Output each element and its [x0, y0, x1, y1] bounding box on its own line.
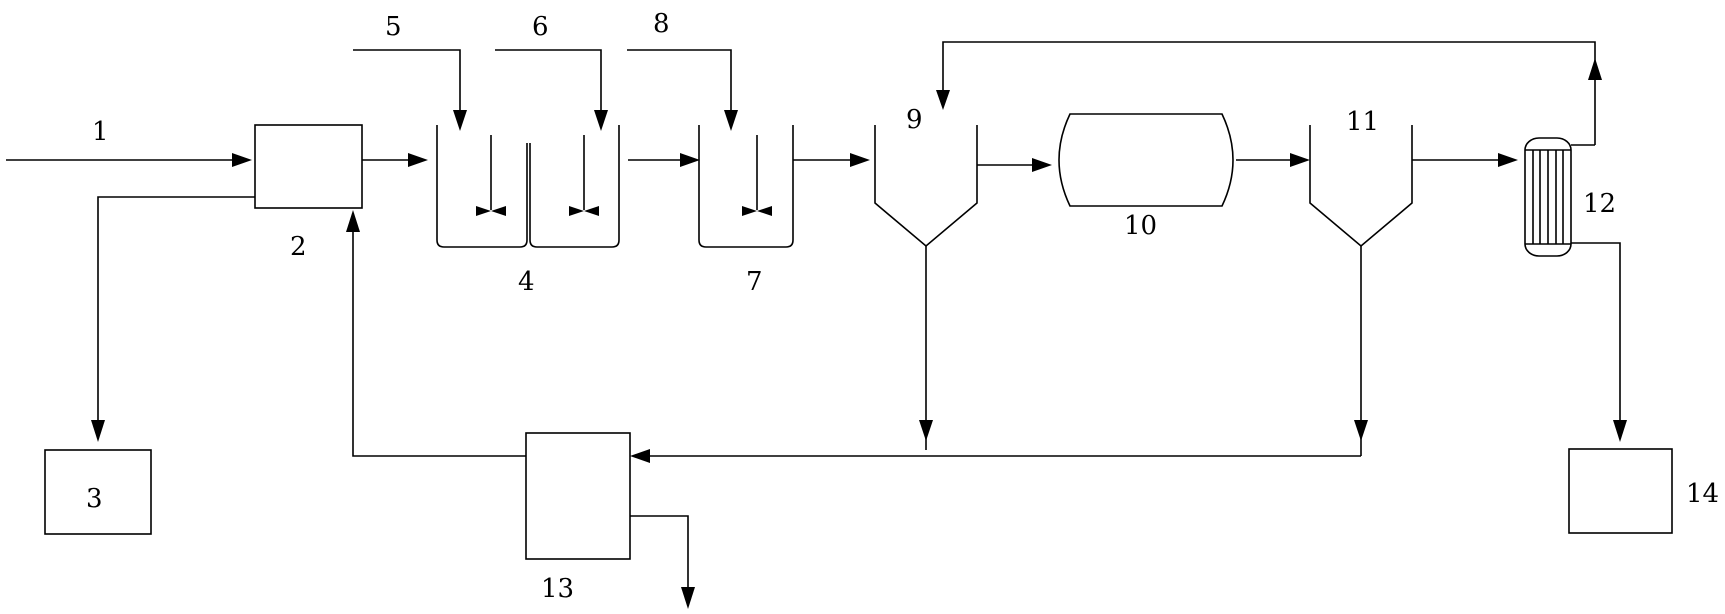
label-12: 12 [1583, 189, 1616, 219]
label-11: 11 [1346, 107, 1379, 137]
arrowhead [1290, 153, 1310, 167]
arrowhead [91, 420, 105, 442]
stirrer-blade-icon [757, 206, 772, 216]
label-8: 8 [653, 9, 670, 39]
arrowhead [346, 210, 360, 232]
recycle-line-12-to-9 [942, 41, 1596, 145]
line-12-to-14 [1571, 242, 1621, 420]
arrowhead [1613, 420, 1627, 442]
unit-3-box [44, 449, 152, 535]
unit-2-box [254, 124, 363, 209]
arrowhead [594, 110, 608, 131]
label-13: 13 [541, 574, 574, 604]
arrowhead [936, 90, 950, 110]
stirrer-blade-icon [476, 206, 491, 216]
label-7: 7 [746, 267, 763, 297]
unit-13-box [525, 432, 631, 560]
arrowhead [408, 153, 428, 167]
arrowhead [1498, 153, 1518, 167]
input-line-6 [495, 49, 602, 110]
unit-14-box [1568, 448, 1673, 534]
discharge-line-13 [630, 515, 689, 587]
arrowhead [680, 153, 700, 167]
stirrer-blade-icon [742, 206, 757, 216]
tank-4-compartment-b [529, 125, 620, 248]
tank-4-compartment-a [436, 125, 528, 248]
label-6: 6 [532, 12, 549, 42]
label-14: 14 [1686, 479, 1719, 509]
stirrer-blade-icon [569, 206, 584, 216]
arrowhead [1032, 158, 1052, 172]
label-1: 1 [92, 117, 109, 147]
reactor-10 [1058, 113, 1234, 207]
input-line-8 [627, 49, 732, 110]
settler-11 [1309, 125, 1413, 248]
settler-9 [874, 125, 978, 248]
arrowhead [232, 153, 252, 167]
label-10: 10 [1124, 211, 1157, 241]
stirrer-blade-icon [584, 206, 599, 216]
stirrer-blade-icon [491, 206, 506, 216]
arrowhead [453, 110, 467, 131]
label-9: 9 [906, 105, 923, 135]
return-line-13-to-2 [352, 232, 526, 457]
line-2-to-3 [97, 196, 255, 420]
arrowhead [1588, 58, 1602, 80]
label-3: 3 [86, 484, 103, 514]
arrowhead [724, 110, 738, 131]
arrowhead [630, 449, 650, 463]
tank-7 [698, 125, 794, 248]
label-2: 2 [290, 232, 307, 262]
label-4: 4 [518, 267, 535, 297]
arrowhead [919, 420, 933, 441]
arrowhead [681, 587, 695, 609]
arrowhead [850, 153, 870, 167]
arrowhead [1354, 420, 1368, 441]
label-5: 5 [385, 12, 402, 42]
input-line-5 [353, 49, 461, 110]
